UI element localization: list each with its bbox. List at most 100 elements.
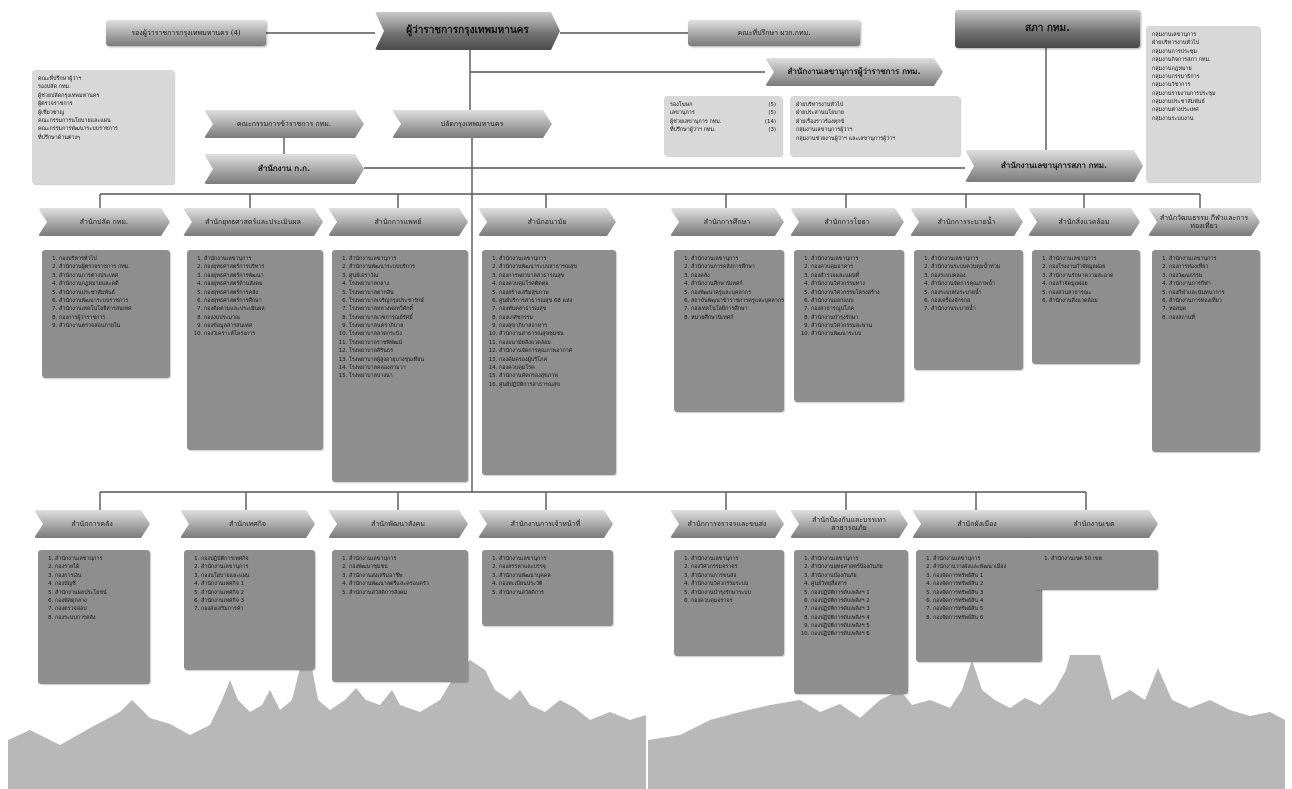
position-label: เลขานุการ	[670, 110, 695, 117]
department-unit: สำนักงานพัฒนาระบบ	[811, 330, 898, 338]
list-item: ฝ่ายบริหารงานทั่วไป	[1152, 40, 1200, 47]
governor-advisors-label: คณะที่ปรึกษา ผวก.กทม.	[737, 28, 811, 37]
department-unit: สำนักงานออกแบบ	[811, 297, 898, 305]
department-unit: โรงพยาบาลผู้สูงอายุบางขุนเทียน	[349, 356, 462, 364]
department-units-list: สำนักงานเลขานุการกองวิศวกรรมจราจรสำนักงา…	[680, 555, 778, 605]
department-unit: กองข้อมูลสารสนเทศ	[204, 322, 317, 330]
department-unit: โรงพยาบาลลาดกระบัง	[349, 330, 462, 338]
department-unit: โรงพยาบาลหลวงพ่อทวีศักดิ์	[349, 305, 462, 313]
department-unit: กองสาธารณูปโภค	[811, 305, 898, 313]
department-header: สำนักผังเมือง	[912, 510, 1042, 538]
department-unit: กองเภสัชกรรม	[499, 314, 610, 322]
department-unit: กองนโยบายและแผน	[201, 572, 309, 580]
governor-advisors-box: คณะที่ปรึกษา ผวก.กทม.	[688, 20, 860, 46]
department-title: สำนักการคลัง	[71, 519, 113, 528]
governor-box: ผู้ว่าราชการกรุงเทพมหานคร	[375, 12, 560, 50]
secretariat-positions-list: รองโฆษก(5)เลขานุการ(5)ผู้ช่วยเลขานุการ ก…	[670, 101, 776, 135]
department-header: สำนักป้องกันและบรรเทาสาธารณภัย	[790, 510, 908, 538]
department-unit: สำนักงานระบายน้ำ	[931, 305, 1017, 313]
department-unit: สำนักงานวิศวกรรมทาง	[811, 280, 898, 288]
department-header: สำนักการศึกษา	[670, 208, 784, 236]
department-title: สำนักการจราจรและขนส่ง	[687, 519, 767, 528]
department-unit: กองพัสดุกลาง	[55, 597, 144, 605]
list-item: ฝ่ายเรื่องราวร้องทุกข์	[796, 118, 845, 125]
department-unit: กองปฏิบัติการดับเพลิงฯ 4	[811, 614, 902, 622]
department-unit: กองจัดการทรัพย์สิน 3	[933, 589, 1036, 597]
governor-secretariat-label: สำนักงานเลขานุการผู้ว่าราชการ กทม.	[787, 67, 921, 77]
department-unit: โรงพยาบาลสิรินธร	[349, 347, 462, 355]
secretariat-position-row: รองโฆษก(5)	[670, 101, 776, 109]
department-unit: กองปฏิบัติการดับเพลิงฯ 5	[811, 622, 902, 630]
department-header: สำนักงานเขต	[1030, 510, 1158, 538]
department-unit: โรงพยาบาลบางนา	[349, 372, 462, 380]
list-item: ที่ปรึกษาด้านต่างๆ	[38, 134, 80, 141]
department-units-list: กองปฏิบัติการเทศกิจสำนักงานเลขานุการกองน…	[190, 555, 309, 614]
department-unit: สำนักงานผู้ตรวจราชการ กทม.	[59, 263, 164, 271]
department-unit: กองบัญชี	[55, 580, 144, 588]
department-header: สำนักการโยธา	[790, 208, 904, 236]
department-unit: โรงพยาบาลนคราภิบาล	[349, 322, 462, 330]
list-item: ฝ่ายบริหารงานทั่วไป	[796, 102, 844, 108]
department-unit: สำนักงานเลขานุการ	[55, 555, 144, 563]
department-units-list: สำนักงานเลขานุการสำนักงานยุทธศาสตร์ป้องก…	[800, 555, 902, 639]
department-unit: สำนักงานการท่องเที่ยว	[1169, 297, 1254, 305]
department-unit: สำนักงานศึกษานิเทศก์	[691, 280, 778, 288]
deputy-governors-label: รองผู้ว่าราชการกรุงเทพมหานคร (4)	[131, 28, 241, 37]
department-units-list: สำนักงานเลขานุการกองรายได้กองการเงินกองบ…	[44, 555, 144, 622]
department-unit: กองระบบคลอง	[931, 272, 1017, 280]
department-unit: กองระบบท่อระบายน้ำ	[931, 289, 1017, 297]
department-units-box: สำนักงานเลขานุการกองควบคุมอาคารกองสำรวจแ…	[794, 250, 904, 402]
department-unit: กองทันตสาธารณสุข	[499, 305, 610, 313]
secretariat-position-row: เลขานุการ(5)	[670, 109, 776, 117]
department-unit: สำนักงานเลขานุการ	[499, 555, 607, 563]
department-unit: กองอนามัยสิ่งแวดล้อม	[499, 339, 610, 347]
department-unit: โรงพยาบาลราชพิพัฒน์	[349, 339, 462, 347]
department-unit: สำนักงานรักษาความสะอาด	[1049, 272, 1134, 280]
department-units-box: สำนักงานเลขานุการกองโรงงานกำจัดมูลฝอยสำน…	[1032, 250, 1140, 364]
position-count: (5)	[768, 102, 776, 108]
department-units-box: กองปฏิบัติการเทศกิจสำนักงานเลขานุการกองน…	[184, 550, 315, 670]
department-units-box: สำนักงานเขต 50 เขต	[1034, 550, 1158, 590]
department-unit: สำนักงานพัฒนาระบบบริการ	[349, 263, 462, 271]
department-title: สำนักยุทธศาสตร์และประเมินผล	[205, 217, 301, 226]
list-item: กลุ่มงานกรรมาธิการ	[1152, 73, 1200, 80]
department-unit: กองคุ้มครองผู้บริโภค	[499, 356, 610, 364]
secretariat-positions-box: รองโฆษก(5)เลขานุการ(5)ผู้ช่วยเลขานุการ ก…	[664, 96, 782, 156]
permanent-secretary-box: ปลัดกรุงเทพมหานคร	[392, 110, 552, 138]
department-header: สำนักเทศกิจ	[180, 510, 315, 538]
department-units-box: สำนักงานเลขานุการสำนักงานระบบควบคุมน้ำท่…	[914, 250, 1023, 370]
department-unit: สำนักงานวางผังและพัฒนาเมือง	[933, 563, 1036, 571]
department-title: สำนักผังเมือง	[957, 519, 997, 528]
department-unit: ศูนย์บริการสาธารณสุข 68 แห่ง	[499, 297, 610, 305]
position-count: (3)	[768, 127, 776, 134]
department-unit: สำนักงานตรวจสอบภายใน	[59, 322, 164, 330]
department-title: สำนักปลัด กทม.	[79, 217, 129, 226]
department-header: สำนักงานการเจ้าหน้าที่	[478, 510, 613, 538]
department-unit: กองจัดการทรัพย์สิน 5	[933, 605, 1036, 613]
department-unit: กองสรรหาและบรรจุ	[499, 563, 607, 571]
department-unit: กองจัดการทรัพย์สิน 6	[933, 614, 1036, 622]
department-units-list: สำนักงานเลขานุการสำนักงานพัฒนาระบบสาธารณ…	[488, 255, 610, 389]
department-units-list: สำนักงานเลขานุการกองสรรหาและบรรจุสำนักงา…	[488, 555, 607, 597]
council-units-box: กลุ่มงานเลขานุการฝ่ายบริหารงานทั่วไปกลุ่…	[1146, 26, 1260, 182]
department-title: สำนักการศึกษา	[703, 217, 751, 226]
department-unit: กองควบคุมโรค	[499, 364, 610, 372]
department-unit: กองสร้างเสริมสุขภาพ	[499, 289, 610, 297]
department-unit: โรงพยาบาลคลองสามวา	[349, 364, 462, 372]
department-unit: สำนักงานเลขานุการ	[349, 555, 462, 563]
list-item: กลุ่มงานประชาสัมพันธ์	[1152, 99, 1205, 105]
department-unit: กองควบคุมจราจร	[691, 597, 778, 605]
department-unit: กองสถานที่	[1169, 314, 1254, 322]
list-item: กลุ่มงานระบบงาน	[1152, 115, 1194, 122]
list-item: กลุ่มงานต่างประเทศ	[1152, 107, 1199, 114]
department-unit: สำนักงานการกีฬา	[1169, 280, 1254, 288]
governor-secretariat-box: สำนักงานเลขานุการผู้ว่าราชการ กทม.	[765, 58, 943, 86]
department-unit: สำนักงานเทศกิจ 1	[201, 580, 309, 588]
position-label: ผู้ช่วยเลขานุการ กทม.	[670, 118, 722, 125]
department-unit: กองการท่องเที่ยว	[1169, 263, 1254, 271]
department-unit: สำนักงานส่งเสริมอาชีพ	[349, 572, 462, 580]
department-unit: หน่วยศึกษานิเทศก์	[691, 314, 778, 322]
department-unit: กองวัฒนธรรม	[1169, 272, 1254, 280]
department-unit: สำนักงานบำรุงรักษา	[811, 314, 898, 322]
department-unit: กองการพยาบาลสาธารณสุข	[499, 272, 610, 280]
